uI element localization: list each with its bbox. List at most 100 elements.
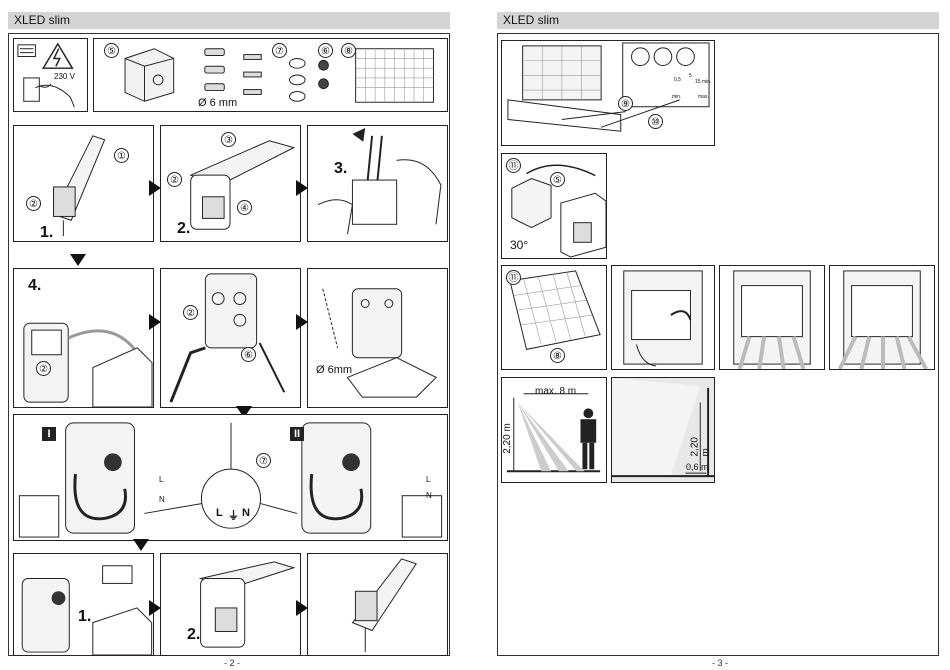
step-3-illustration bbox=[317, 127, 442, 235]
callout-4: ④ bbox=[237, 200, 252, 215]
wiring-illustration bbox=[18, 422, 443, 538]
right-page-title: XLED slim bbox=[503, 13, 560, 27]
distance-label: 0,6 m bbox=[686, 462, 709, 472]
left-page-header: XLED slim bbox=[8, 12, 450, 29]
lens-3-illustration bbox=[733, 270, 811, 369]
left-page-footer: - 2 - bbox=[224, 658, 241, 668]
lens-1-illustration bbox=[509, 270, 601, 350]
panel-step-2: ③ ② ④ 2. bbox=[160, 125, 301, 242]
lens-4-illustration bbox=[838, 270, 928, 369]
panel-step-4a: 4. ② bbox=[13, 268, 154, 408]
callout-part-7: ⑦ bbox=[272, 43, 287, 58]
right-page-frame bbox=[497, 33, 939, 656]
lens-2-illustration bbox=[623, 270, 703, 367]
terminal-earth: ⏚ bbox=[228, 510, 239, 522]
panel-lens-4 bbox=[829, 265, 935, 370]
wall-illustration bbox=[612, 378, 714, 482]
step-4b-illustration bbox=[169, 273, 286, 403]
callout-11b: ⑪ bbox=[506, 270, 521, 285]
wire-L-left: L bbox=[159, 475, 164, 484]
drill-size-label: Ø 6 mm bbox=[198, 97, 238, 109]
right-page-header: XLED slim bbox=[497, 12, 939, 29]
dial-15min: 15 min. bbox=[695, 79, 712, 85]
step-2-number: 2. bbox=[177, 220, 191, 237]
dial-min: min. bbox=[672, 94, 682, 100]
callout-8b: ⑧ bbox=[550, 348, 565, 363]
range-illustration bbox=[506, 393, 601, 473]
callout-2a: ② bbox=[26, 196, 41, 211]
drill-size-label-2: Ø 6mm bbox=[316, 364, 353, 376]
callout-part-6: ⑥ bbox=[318, 43, 333, 58]
final-1-illustration bbox=[21, 565, 153, 655]
panel-lens-3 bbox=[719, 265, 825, 370]
final-step-1-number: 1. bbox=[78, 608, 92, 625]
step-1-number: 1. bbox=[40, 224, 54, 241]
panel-final-2: 2. bbox=[160, 553, 301, 656]
flow-arrow-1 bbox=[149, 180, 161, 196]
callout-7: ⑦ bbox=[256, 453, 271, 468]
panel-rotation: ⑪ ⑤ 30° bbox=[501, 153, 607, 259]
panel-final-3 bbox=[307, 553, 448, 656]
step-4c-illustration bbox=[322, 288, 437, 398]
panel-lens-1: ⑪ ⑧ bbox=[501, 265, 607, 370]
terminal-N: N bbox=[242, 507, 250, 519]
left-page-title: XLED slim bbox=[14, 13, 71, 27]
final-3-illustration bbox=[351, 558, 417, 653]
flow-arrow-6 bbox=[296, 600, 308, 616]
dial-0-5: 0,5 bbox=[674, 77, 681, 83]
callout-10: ⑩ bbox=[648, 114, 663, 129]
panel-step-3: 3. bbox=[307, 125, 448, 242]
step-2-illustration bbox=[189, 140, 296, 230]
terminal-L: L bbox=[216, 507, 223, 519]
voltage-label: 230 V bbox=[54, 72, 75, 81]
dial-max: max. bbox=[698, 94, 709, 100]
callout-part-5: ⑤ bbox=[104, 43, 119, 58]
mains-off-illustration bbox=[17, 42, 75, 108]
rotation-illustration bbox=[511, 164, 606, 258]
angle-label: 30° bbox=[510, 238, 529, 252]
panel-range: max. 8 m 2,20 m bbox=[501, 377, 607, 483]
final-2-illustration bbox=[198, 561, 296, 648]
right-page-footer: - 3 - bbox=[712, 658, 729, 668]
callout-2c: ② bbox=[36, 361, 51, 376]
settings-illustration bbox=[507, 42, 710, 132]
panel-final-1: 1. bbox=[13, 553, 154, 656]
callout-2b: ② bbox=[167, 172, 182, 187]
variant-tag-1: I bbox=[42, 427, 56, 441]
flow-arrow-3 bbox=[149, 314, 161, 330]
callout-9: ⑨ bbox=[618, 96, 633, 111]
step-1-illustration bbox=[52, 135, 106, 237]
panel-wall: 2,20 m 0,6 m bbox=[611, 377, 715, 483]
panel-parts: ⑤ ⑦ ⑥ ⑧ Ø 6 mm bbox=[93, 38, 448, 112]
callout-6: ⑥ bbox=[241, 347, 256, 362]
flow-arrow-down-1 bbox=[70, 254, 86, 266]
height-label-2: 2,20 m bbox=[689, 437, 712, 457]
step-4-number: 4. bbox=[28, 277, 42, 294]
callout-11a: ⑪ bbox=[506, 158, 521, 173]
panel-step-4c: Ø 6mm bbox=[307, 268, 448, 408]
final-step-2-number: 2. bbox=[187, 626, 201, 643]
flow-arrow-4 bbox=[296, 314, 308, 330]
wire-N-right: N bbox=[426, 491, 432, 500]
flow-arrow-down-3 bbox=[133, 539, 149, 551]
callout-5b: ⑤ bbox=[550, 172, 565, 187]
callout-1: ① bbox=[114, 148, 129, 163]
panel-settings: ⑨ ⑩ 0,5 5 15 min. min. max. bbox=[501, 40, 715, 146]
height-label-1: 2,20 m bbox=[501, 423, 513, 454]
panel-step-1: ① ② 1. bbox=[13, 125, 154, 242]
panel-lens-2 bbox=[611, 265, 715, 370]
range-label: max. 8 m bbox=[535, 386, 577, 397]
flow-arrow-2 bbox=[296, 180, 308, 196]
flow-arrow-5 bbox=[149, 600, 161, 616]
callout-2d: ② bbox=[183, 305, 198, 320]
dial-5: 5 bbox=[689, 73, 692, 79]
wire-L-right: L bbox=[426, 475, 431, 484]
wire-N-left: N bbox=[159, 495, 165, 504]
panel-mains-off: 230 V bbox=[13, 38, 88, 112]
parts-illustration bbox=[124, 48, 434, 103]
panel-wiring: I II ⑦ L ⏚ N L N L N bbox=[13, 414, 448, 541]
step-3-number: 3. bbox=[334, 160, 348, 177]
variant-tag-2: II bbox=[290, 427, 304, 441]
panel-step-4b: ② ⑥ bbox=[160, 268, 301, 408]
callout-3: ③ bbox=[221, 132, 236, 147]
